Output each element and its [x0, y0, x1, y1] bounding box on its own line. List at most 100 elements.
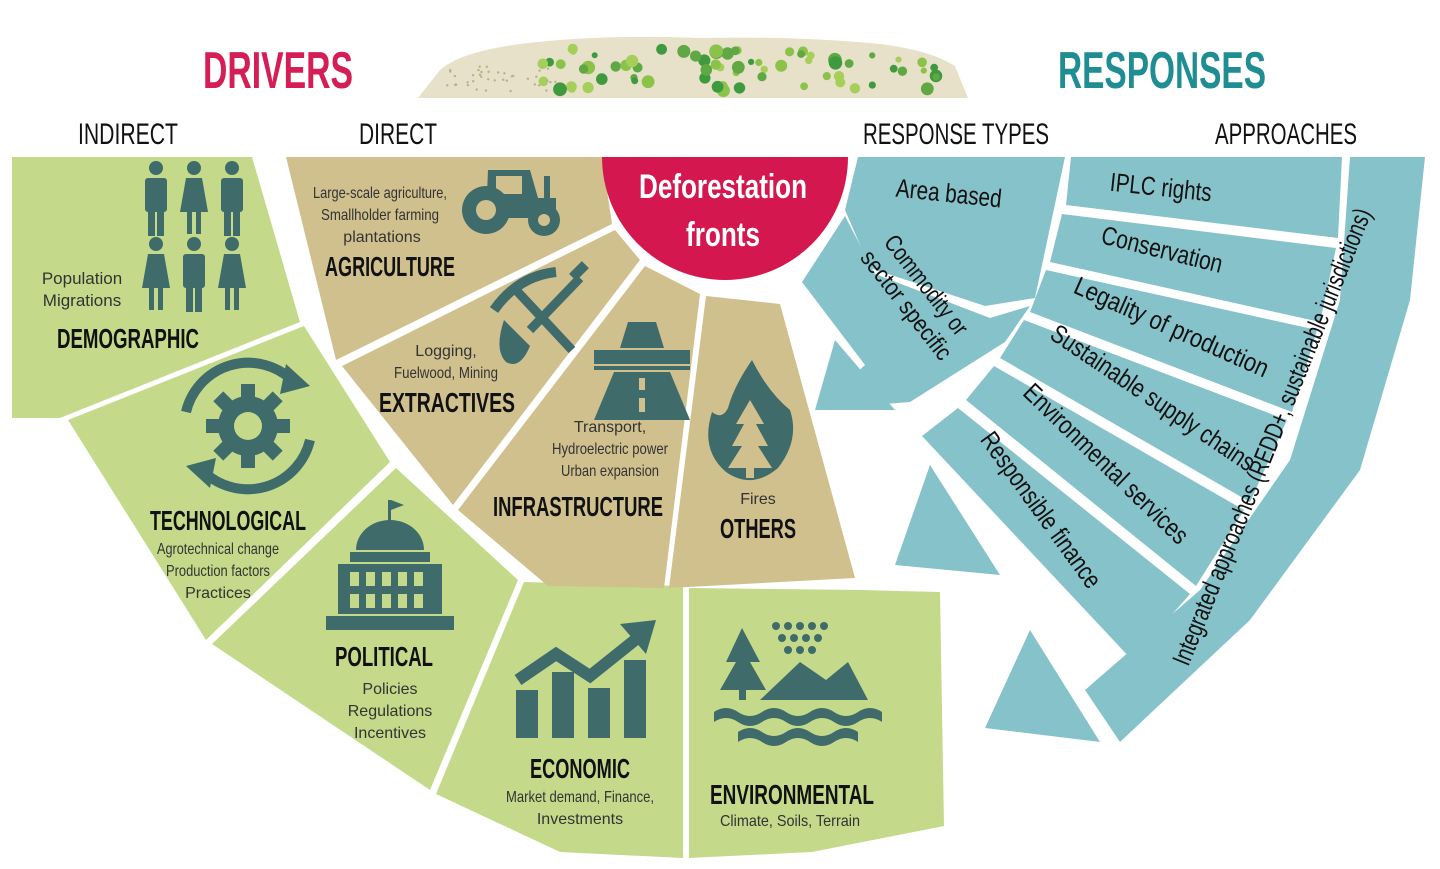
- deforestation-fronts-badge: Deforestation fronts: [602, 157, 848, 280]
- agriculture-line-1: Smallholder farming: [321, 207, 439, 224]
- soil-dot: [480, 75, 483, 79]
- soil-dot: [546, 79, 549, 83]
- agriculture-line-0: Large-scale agriculture,: [313, 185, 447, 202]
- tree-dot: [656, 43, 667, 55]
- center-line1: Deforestation: [639, 168, 807, 206]
- person-figure: [145, 161, 167, 236]
- fire-tree-icon: [708, 360, 794, 481]
- soil-dot: [526, 77, 530, 81]
- soil-dot: [554, 80, 557, 84]
- tree-dot: [920, 67, 927, 74]
- tree-dot: [631, 77, 639, 85]
- infrastructure-title: INFRASTRUCTURE: [493, 491, 663, 522]
- rain-drop: [808, 646, 816, 654]
- tree-dot: [822, 72, 831, 81]
- soil-dot: [546, 67, 550, 70]
- drivers-title: DRIVERS: [203, 42, 353, 100]
- band-integrated: [1085, 157, 1425, 742]
- direct-heading: DIRECT: [359, 118, 437, 151]
- tree-dot: [897, 66, 908, 76]
- demographic-line-1: Migrations: [43, 291, 121, 310]
- soil-dot: [505, 79, 508, 82]
- tree-dot: [569, 47, 577, 55]
- mountain-water-icon: [714, 622, 882, 746]
- soil-dot: [472, 80, 475, 83]
- soil-dot: [535, 75, 538, 78]
- gear-cycle-icon: [181, 357, 315, 495]
- soil-dot: [466, 81, 469, 84]
- soil-dot: [480, 70, 483, 74]
- arrow-area-based: [815, 340, 895, 410]
- infrastructure-line-1: Hydroelectric power: [552, 441, 669, 458]
- soil-dot: [484, 89, 488, 92]
- tree-dot: [677, 44, 691, 58]
- band-finance: [922, 408, 1190, 660]
- agriculture-line-2: plantations: [343, 229, 420, 246]
- soil-dot: [466, 84, 470, 87]
- infrastructure-line-0: Transport,: [574, 419, 646, 436]
- tree-dot: [775, 59, 788, 72]
- others-line-0: Fires: [740, 491, 776, 508]
- tree-dot: [596, 73, 608, 85]
- tree-dot: [760, 65, 768, 74]
- soil-dot: [475, 88, 478, 91]
- tree-dot: [844, 59, 854, 68]
- soil-dot: [471, 74, 475, 77]
- tree-dot: [807, 51, 815, 60]
- soil-dot: [477, 68, 480, 72]
- tree-dot: [610, 61, 621, 72]
- tree-dot: [538, 76, 549, 87]
- band-legality: [1030, 270, 1317, 412]
- tree-dot: [591, 52, 598, 59]
- tree-dot: [932, 73, 940, 81]
- environmental-title: ENVIRONMENTAL: [710, 779, 874, 810]
- political-title: POLITICAL: [335, 641, 433, 672]
- economic-title: ECONOMIC: [530, 753, 630, 784]
- tree-dot: [895, 56, 902, 63]
- economic-line-0: Market demand, Finance,: [506, 789, 654, 806]
- person-figure: [218, 237, 246, 310]
- pickaxe-shovel-icon: [489, 261, 589, 364]
- soil-dot: [545, 89, 548, 92]
- tree-dot: [785, 47, 795, 57]
- tree-dot: [733, 82, 746, 94]
- band-supply: [1000, 320, 1287, 502]
- road-icon: [594, 322, 690, 420]
- soil-dot: [478, 73, 482, 76]
- soil-dot: [512, 74, 515, 78]
- tree-dot: [828, 56, 843, 70]
- tree-dot: [641, 75, 655, 89]
- person-figure: [221, 161, 243, 236]
- extractives-line-1: Fuelwood, Mining: [394, 365, 498, 382]
- technological-title: TECHNOLOGICAL: [150, 505, 306, 536]
- tree-dot: [553, 82, 567, 97]
- tree-dot: [730, 46, 740, 56]
- response-types: [802, 157, 1100, 742]
- technological-line-1: Production factors: [166, 563, 270, 580]
- soil-dot: [453, 74, 457, 78]
- person-figure: [180, 161, 208, 234]
- rain-drop: [796, 646, 804, 654]
- tree-dot: [625, 54, 639, 68]
- band-conservation: [1050, 214, 1336, 322]
- people-icon: [142, 161, 246, 312]
- soil-dot: [449, 70, 452, 73]
- demographic-title: DEMOGRAPHIC: [57, 323, 199, 354]
- tree-dot: [757, 72, 767, 82]
- segment-area-based: [845, 157, 1065, 306]
- tree-dot: [869, 52, 876, 59]
- tree-dot: [582, 82, 594, 94]
- tree-dot: [721, 47, 734, 60]
- arrow-commodity: [895, 465, 1000, 575]
- tree-dot: [709, 44, 723, 59]
- response-types-heading: RESPONSE TYPES: [863, 118, 1049, 151]
- soil-dot: [537, 84, 541, 87]
- segment-commodity: [802, 216, 1030, 410]
- approaches-heading: APPROACHES: [1215, 118, 1357, 151]
- tree-dot: [868, 81, 876, 89]
- tree-dot: [800, 82, 808, 91]
- approaches-bands: [922, 157, 1425, 742]
- soil-dot: [540, 65, 544, 69]
